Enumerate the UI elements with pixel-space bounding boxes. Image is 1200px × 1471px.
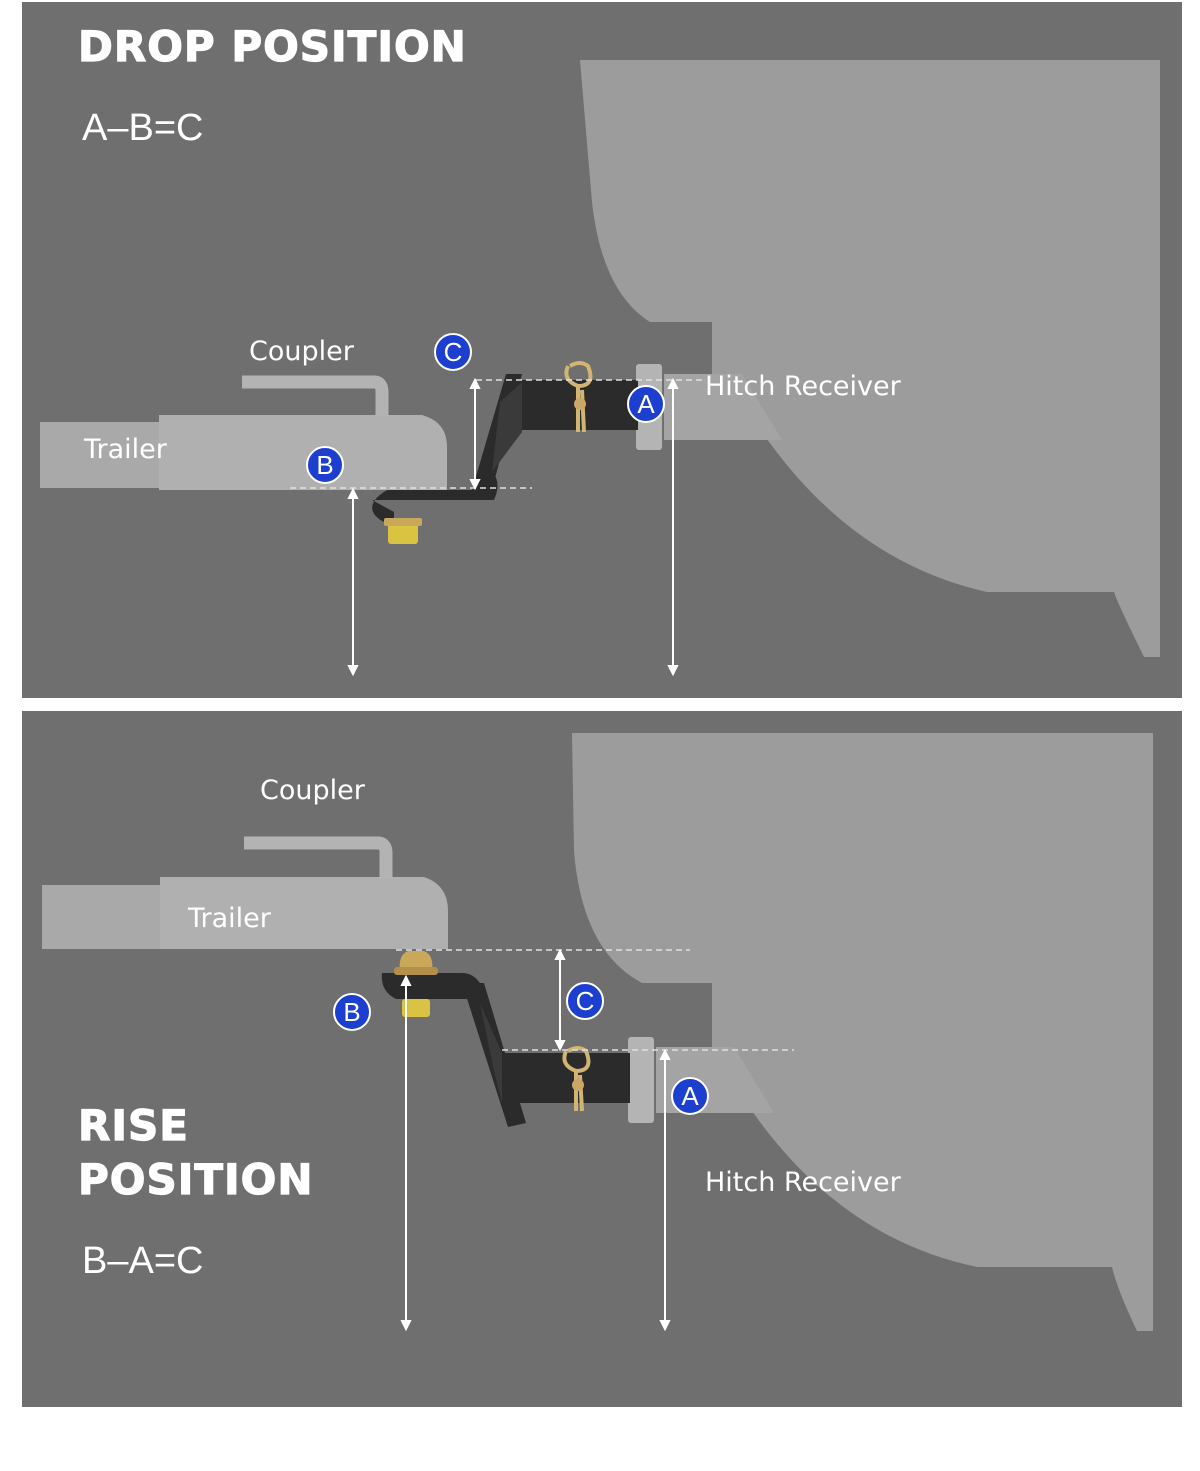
ball-collar — [394, 967, 438, 975]
hitch-receiver-label: Hitch Receiver — [705, 1167, 901, 1198]
rise-position-panel: Coupler Trailer Hitch Receiver RISE POSI… — [22, 711, 1182, 1407]
coupler-latch — [242, 375, 389, 416]
ball-nut — [388, 524, 418, 544]
rise-title-line1: RISE — [77, 1100, 189, 1150]
hitch-ball — [399, 951, 433, 971]
mount-platform — [381, 973, 484, 999]
drop-position-panel: DROP POSITION A–B=C Coupler Trailer Hitc… — [22, 2, 1182, 698]
marker-b: B — [333, 993, 371, 1031]
hitch-pin-head — [572, 1079, 584, 1091]
measure-arrow-a — [667, 377, 679, 677]
hitch-receiver-tube — [664, 374, 782, 440]
rise-position-title: RISE POSITION — [77, 1099, 314, 1207]
mount-gusset — [492, 382, 522, 472]
marker-a: A — [671, 1077, 709, 1115]
rise-title-line2: POSITION — [77, 1154, 314, 1204]
hitch-pin-head — [574, 398, 586, 410]
drop-formula: A–B=C — [82, 107, 204, 149]
drop-position-title: DROP POSITION — [77, 21, 467, 71]
trailer-label: Trailer — [84, 434, 167, 465]
drop-diagram — [40, 60, 1160, 677]
trailer-coupler-body — [159, 415, 447, 490]
trailer-coupler-body — [160, 877, 448, 949]
rise-formula: B–A=C — [82, 1240, 204, 1282]
receiver-collar — [628, 1037, 654, 1123]
mount-gusset — [480, 1003, 502, 1103]
mount-shank — [508, 380, 638, 430]
ball-washer — [384, 518, 422, 526]
measure-arrow-c — [469, 377, 481, 491]
measure-arrow-c — [554, 948, 566, 1052]
vehicle-body — [580, 60, 1160, 657]
marker-b: B — [306, 446, 344, 484]
measure-arrow-a — [659, 1048, 671, 1332]
coupler-label: Coupler — [249, 336, 354, 367]
vehicle-body — [572, 733, 1153, 1331]
mount-platform — [372, 472, 498, 524]
ball-nut — [402, 999, 430, 1017]
trailer-label: Trailer — [188, 903, 271, 934]
measure-arrow-b — [400, 974, 412, 1332]
coupler-label: Coupler — [260, 775, 365, 806]
hitch-receiver-label: Hitch Receiver — [705, 371, 901, 402]
marker-c: C — [434, 333, 472, 371]
measure-arrow-b — [347, 487, 359, 677]
rise-diagram — [42, 733, 1153, 1332]
marker-a: A — [627, 385, 665, 423]
marker-c: C — [566, 982, 604, 1020]
coupler-latch — [244, 836, 393, 879]
